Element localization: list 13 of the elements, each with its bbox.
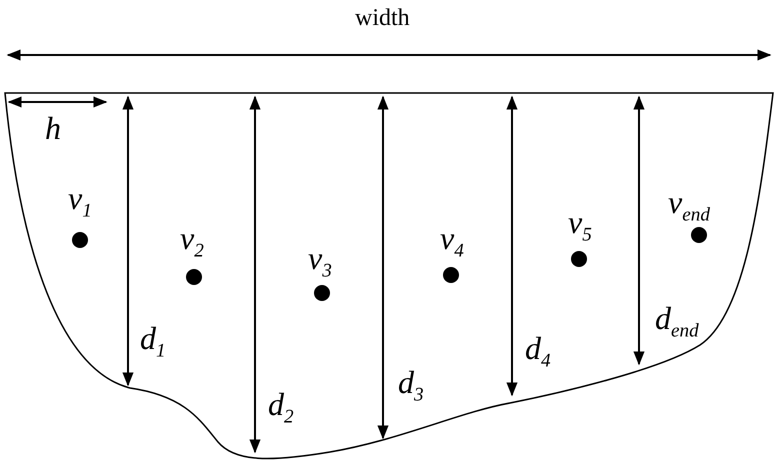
variable-label: v$_{3}$ [308, 242, 332, 281]
variable-label: d$_{2}$ [268, 388, 294, 427]
variable-label: d$_{1}$ [140, 322, 166, 361]
variable-label: v$_{end}$ [668, 186, 710, 225]
variable-label: d$_{end}$ [655, 302, 699, 341]
variable-label: v$_{5}$ [568, 206, 592, 245]
variable-label: v$_{1}$ [68, 182, 92, 221]
variable-label: v$_{2}$ [180, 222, 204, 261]
variable-label: d$_{3}$ [398, 366, 424, 405]
variable-label: v$_{4}$ [440, 222, 464, 261]
dimension-label: width [355, 6, 410, 30]
variable-label: h [45, 112, 61, 144]
variable-label: d$_{4}$ [525, 332, 551, 371]
